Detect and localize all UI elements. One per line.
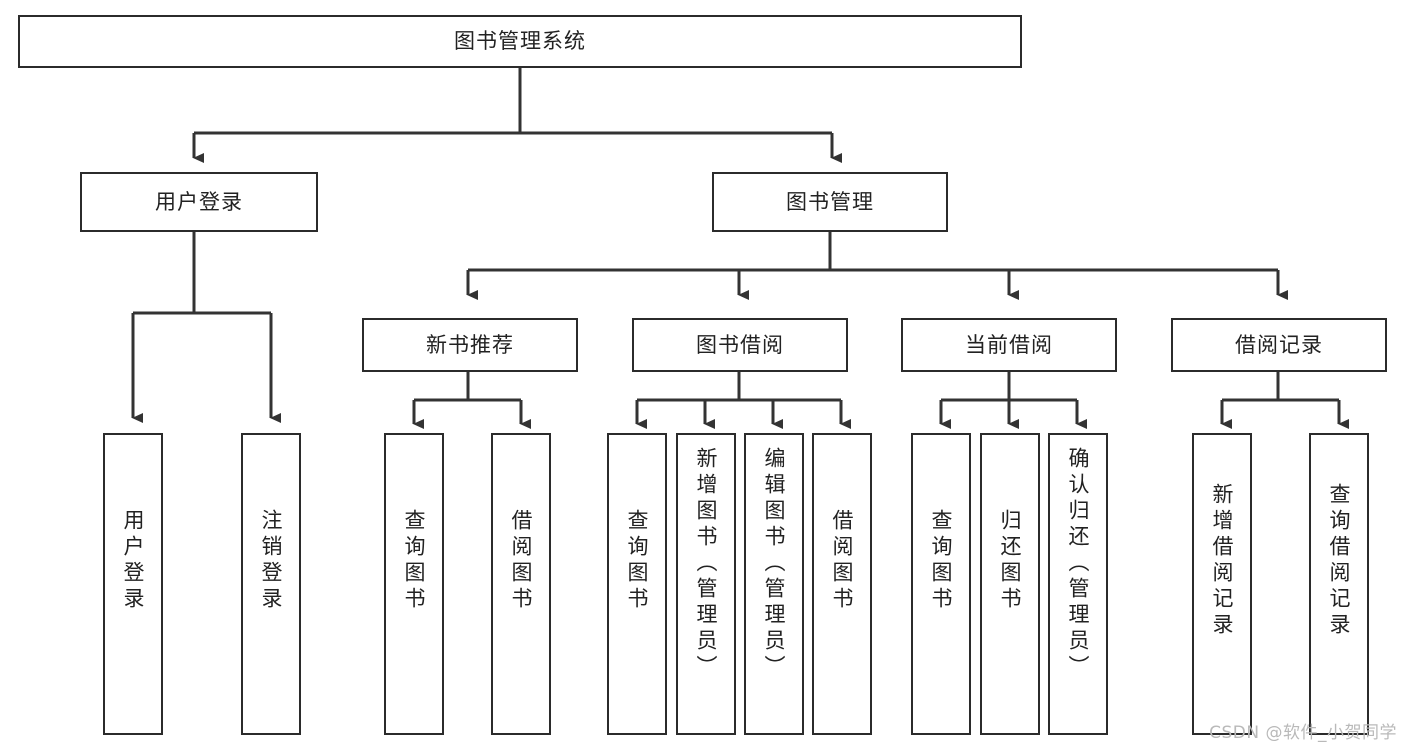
node-book-borrow[interactable]: 图书借阅 xyxy=(632,318,848,372)
node-leaf-query-book-2[interactable]: 查询图书 xyxy=(607,433,667,735)
node-leaf-query-book-1[interactable]: 查询图书 xyxy=(384,433,444,735)
node-leaf-logout-label: 注销登录 xyxy=(259,509,284,613)
node-leaf-query-record-label: 查询借阅记录 xyxy=(1327,483,1352,639)
node-leaf-return-book[interactable]: 归还图书 xyxy=(980,433,1040,735)
node-borrow-record[interactable]: 借阅记录 xyxy=(1171,318,1387,372)
node-user-login[interactable]: 用户登录 xyxy=(80,172,318,232)
node-leaf-user-login-label: 用户登录 xyxy=(121,509,146,613)
node-leaf-confirm-return[interactable]: 确认归还（管理员） xyxy=(1048,433,1108,735)
node-book-manage-label: 图书管理 xyxy=(786,189,874,214)
node-leaf-query-book-2-label: 查询图书 xyxy=(625,509,650,613)
node-leaf-add-book-label: 新增图书（管理员） xyxy=(694,447,719,681)
node-current-borrow-label: 当前借阅 xyxy=(965,332,1053,357)
node-leaf-logout[interactable]: 注销登录 xyxy=(241,433,301,735)
node-leaf-add-record-label: 新增借阅记录 xyxy=(1210,483,1235,639)
node-root[interactable]: 图书管理系统 xyxy=(18,15,1022,68)
node-new-book-recommend[interactable]: 新书推荐 xyxy=(362,318,578,372)
node-book-borrow-label: 图书借阅 xyxy=(696,332,784,357)
node-leaf-borrow-book-2-label: 借阅图书 xyxy=(830,509,855,613)
node-new-book-recommend-label: 新书推荐 xyxy=(426,332,514,357)
node-leaf-edit-book-label: 编辑图书（管理员） xyxy=(762,447,787,681)
node-leaf-confirm-return-label: 确认归还（管理员） xyxy=(1066,447,1091,681)
node-leaf-edit-book[interactable]: 编辑图书（管理员） xyxy=(744,433,804,735)
node-user-login-label: 用户登录 xyxy=(155,189,243,214)
node-leaf-query-book-3[interactable]: 查询图书 xyxy=(911,433,971,735)
node-leaf-borrow-book-1[interactable]: 借阅图书 xyxy=(491,433,551,735)
node-book-manage[interactable]: 图书管理 xyxy=(712,172,948,232)
node-current-borrow[interactable]: 当前借阅 xyxy=(901,318,1117,372)
node-leaf-add-book[interactable]: 新增图书（管理员） xyxy=(676,433,736,735)
node-leaf-query-record[interactable]: 查询借阅记录 xyxy=(1309,433,1369,735)
watermark: CSDN @软件_小贺同学 xyxy=(1209,723,1397,743)
node-leaf-return-book-label: 归还图书 xyxy=(998,509,1023,613)
node-leaf-borrow-book-2[interactable]: 借阅图书 xyxy=(812,433,872,735)
node-borrow-record-label: 借阅记录 xyxy=(1235,332,1323,357)
node-root-label: 图书管理系统 xyxy=(454,29,586,54)
node-leaf-borrow-book-1-label: 借阅图书 xyxy=(509,509,534,613)
node-leaf-query-book-3-label: 查询图书 xyxy=(929,509,954,613)
node-leaf-query-book-1-label: 查询图书 xyxy=(402,509,427,613)
node-leaf-user-login[interactable]: 用户登录 xyxy=(103,433,163,735)
node-leaf-add-record[interactable]: 新增借阅记录 xyxy=(1192,433,1252,735)
